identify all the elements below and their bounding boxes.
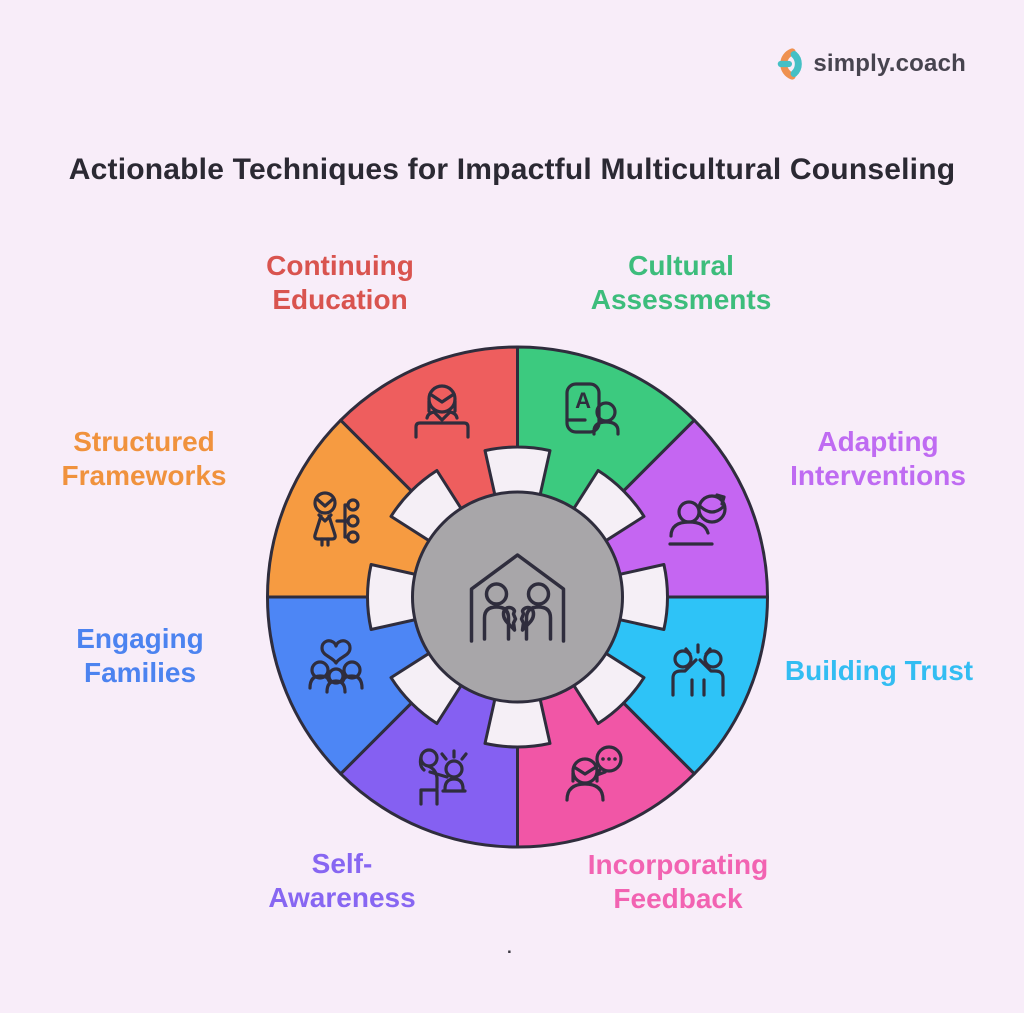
assessment-card-person-icon: A bbox=[565, 382, 620, 436]
segment-engaging-families bbox=[266, 595, 435, 776]
segment-self-awareness bbox=[339, 679, 519, 849]
wheel-center-hub bbox=[411, 490, 624, 704]
high-five-icon bbox=[671, 643, 725, 697]
label-cultural-assessments: Cultural Assessments bbox=[590, 249, 772, 315]
segment-building-trust bbox=[600, 595, 769, 776]
label-self-awareness: Self-Awareness bbox=[268, 847, 416, 913]
simply-coach-logo: simply.coach bbox=[770, 47, 966, 81]
person-refresh-icon bbox=[668, 493, 727, 546]
mentor-child-icon bbox=[418, 748, 468, 806]
logo-text: simply.coach bbox=[813, 50, 966, 77]
label-continuing-education: Continuing Education bbox=[266, 249, 414, 315]
simply-coach-mark-icon bbox=[778, 48, 803, 80]
logo-mark-right-arc bbox=[790, 50, 803, 78]
label-engaging-families: Engaging Families bbox=[76, 622, 204, 688]
family-heart-icon bbox=[308, 639, 364, 694]
label-building-trust: Building Trust bbox=[784, 654, 974, 686]
page-title: Actionable Techniques for Impactful Mult… bbox=[68, 153, 956, 187]
label-incorporating-feedback: Incorporating Feedback bbox=[587, 848, 769, 914]
person-hierarchy-icon bbox=[313, 491, 360, 547]
footer-period: . bbox=[507, 938, 512, 957]
person-speech-bubble-icon bbox=[565, 745, 623, 802]
segment-cultural-assessments bbox=[516, 345, 696, 515]
segment-incorporating-feedback bbox=[516, 679, 696, 849]
segment-adapting-interventions bbox=[600, 418, 769, 599]
label-adapting-interventions: Adapting Interventions bbox=[790, 425, 966, 491]
segment-continuing-education bbox=[339, 345, 519, 515]
label-structured-frameworks: Structured Frameworks bbox=[61, 425, 227, 491]
assessment-letter: A bbox=[575, 388, 591, 413]
family-in-house-icon bbox=[469, 553, 566, 643]
teacher-at-desk-icon bbox=[414, 384, 470, 439]
